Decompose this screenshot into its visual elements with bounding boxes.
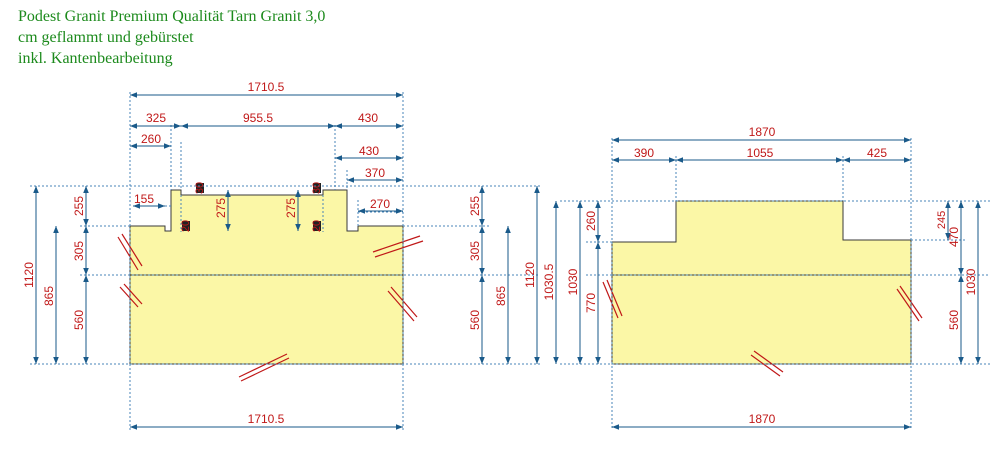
dim-left-notch-30-right: 30 [311, 182, 323, 194]
right-notch-marker-top [313, 183, 321, 193]
dim-right-560: 560 [468, 310, 482, 330]
title-line-2: cm geflammt und gebürstet [18, 29, 194, 46]
dim-left-255: 255 [72, 196, 86, 216]
left-dimension-lines [33, 92, 540, 430]
right-stone-outline [611, 200, 912, 365]
dim-left-notch-155: 155 [134, 192, 154, 206]
dim-right-305: 305 [468, 241, 482, 261]
dim-left-bottom-total: 1710.5 [248, 412, 285, 426]
dim-r-right-1030: 1030 [964, 268, 978, 295]
dim-r-260: 260 [584, 211, 598, 231]
dim-r-470: 470 [947, 227, 961, 247]
left-notch-marker-bottom [182, 221, 190, 231]
right-podest-drawing: 1870 390 1055 425 1030.5 1030 770 260 24… [542, 125, 990, 430]
dim-r-770: 770 [584, 293, 598, 313]
right-extension-lines [560, 138, 990, 430]
right-dimension-lines [553, 137, 981, 430]
title-line-3: inkl. Kantenbearbeitung [18, 50, 173, 67]
dim-left-notch-260: 260 [141, 132, 161, 146]
dim-left-430-second: 430 [359, 144, 379, 158]
dim-left-top-middle: 955.5 [243, 111, 273, 125]
dim-left-height-275-right: 275 [284, 198, 298, 218]
dim-r-top-total: 1870 [749, 125, 776, 139]
dim-left-notch-20-right: 20 [311, 220, 323, 232]
dim-left-notch-370: 370 [365, 166, 385, 180]
dim-left-560: 560 [72, 310, 86, 330]
dim-left-top-total: 1710.5 [248, 80, 285, 94]
left-podest-drawing: 1710.5 325 955.5 430 260 430 370 270 155… [22, 80, 540, 430]
dim-r-top-left: 390 [634, 146, 654, 160]
dim-r-bottom-total: 1870 [749, 412, 776, 426]
dim-right-1120: 1120 [523, 262, 537, 288]
title-line-1: Podest Granit Premium Qualität Tarn Gran… [18, 8, 326, 25]
left-stone-outline [129, 189, 404, 365]
dim-r-245: 245 [936, 211, 948, 229]
dim-left-top-right: 430 [358, 111, 378, 125]
dim-r-1030-5: 1030.5 [542, 263, 556, 300]
left-notch-marker-top [196, 183, 204, 193]
dim-r-left-1030: 1030 [566, 268, 580, 295]
left-dimension-labels: 1710.5 325 955.5 430 260 430 370 270 155… [22, 80, 537, 426]
drawing-title: Podest Granit Premium Qualität Tarn Gran… [18, 6, 325, 69]
dim-left-865: 865 [42, 286, 56, 306]
dim-left-height-275-left: 275 [214, 198, 228, 218]
dim-right-865: 865 [494, 286, 508, 306]
dim-left-notch-20-left: 20 [180, 220, 192, 232]
right-dimension-labels: 1870 390 1055 425 1030.5 1030 770 260 24… [542, 125, 978, 426]
dim-left-top-left: 325 [146, 111, 166, 125]
dim-right-255: 255 [468, 196, 482, 216]
dim-left-1120: 1120 [22, 262, 36, 288]
dim-r-560: 560 [947, 310, 961, 330]
dim-r-top-middle: 1055 [747, 146, 774, 160]
dim-left-notch-270: 270 [370, 197, 390, 211]
dim-r-top-right: 425 [867, 146, 887, 160]
left-hatch-marks [117, 233, 424, 382]
dim-left-notch-30-left: 30 [194, 182, 206, 194]
right-notch-marker-bottom [313, 221, 321, 231]
dim-left-305: 305 [72, 241, 86, 261]
